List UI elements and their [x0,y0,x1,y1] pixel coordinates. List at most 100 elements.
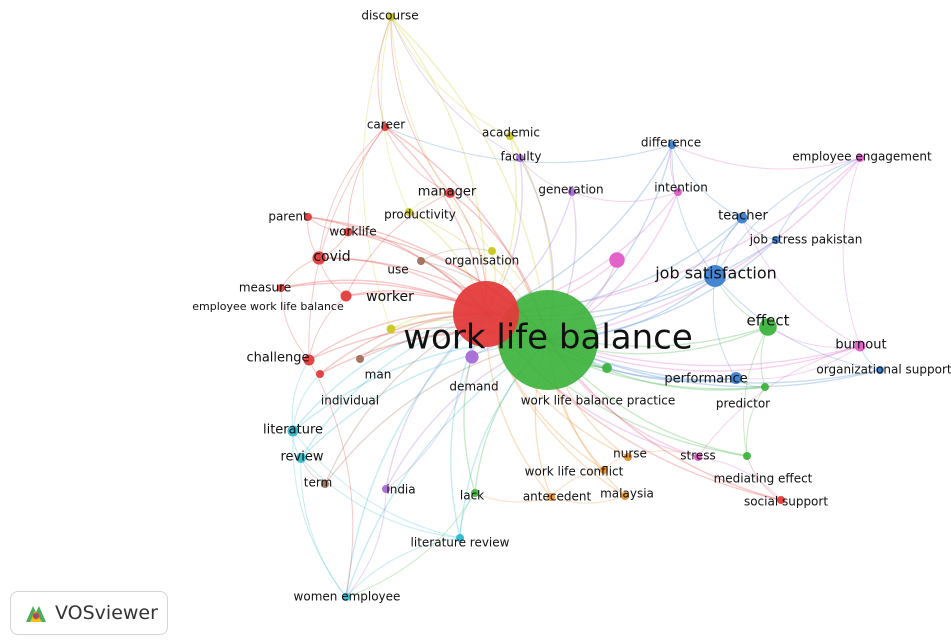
network-link [571,191,679,202]
network-link [384,126,673,164]
node-label: intention [654,181,708,195]
node-stress[interactable] [694,453,702,461]
node-malaysia[interactable] [621,492,629,500]
node-organizational-support[interactable] [876,366,884,374]
node-man[interactable] [356,355,364,363]
node-effect[interactable] [759,318,777,336]
node-burnout[interactable] [854,340,866,352]
node-employee-engagement[interactable] [856,154,864,162]
network-link [362,16,392,330]
network-link [345,488,387,598]
node-india[interactable] [382,485,390,493]
network-link [300,457,347,598]
node-label: stress [680,449,716,463]
network-link [474,492,552,503]
network-link [746,455,782,501]
network-link [308,359,354,598]
network-link [519,157,573,193]
node-social-support[interactable] [777,496,785,504]
node-work-life-conflict[interactable] [600,466,608,474]
node-work-life-balance[interactable] [498,290,598,390]
node-women-employee[interactable] [342,593,350,601]
node-label: mediating effect [714,472,813,486]
node-label: lack [460,489,484,503]
node-review[interactable] [296,453,306,463]
node-label: term [304,476,333,490]
node-wlb-red[interactable] [453,281,519,347]
node-use[interactable] [417,257,425,265]
node-work-life-balance-practice[interactable] [602,363,612,373]
node-label: antecedent [523,490,592,504]
node-label: organizational support [816,363,951,377]
node-challenge[interactable] [303,354,315,366]
network-link [385,356,473,490]
node-measure[interactable] [277,284,285,292]
node-label: literature review [411,536,510,550]
node-parent[interactable] [304,213,312,221]
network-link [459,492,476,539]
network-link [300,457,461,539]
node-mediating-effect[interactable] [743,452,751,460]
node-label: difference [641,136,701,150]
node-label: teacher [718,209,768,224]
node-generation[interactable] [568,188,576,196]
node-term[interactable] [321,480,329,488]
vosviewer-logo[interactable]: VOSviewer [10,591,168,635]
node-label: job stress pakistan [749,233,863,247]
node-label: effect [747,312,790,330]
node-manager[interactable] [445,188,455,198]
node-worklife[interactable] [343,227,353,237]
node-covid[interactable] [312,251,326,265]
node-nurse[interactable] [624,453,632,461]
node-label: academic [482,126,540,140]
node-productivity[interactable] [405,208,413,216]
node-academic[interactable] [506,132,514,140]
network-link [775,157,861,241]
node-label: work life balance [403,318,693,358]
node-antecedent[interactable] [547,493,555,501]
network-link [390,16,451,194]
node-literature-review[interactable] [456,534,464,542]
network-link [390,16,549,341]
node-organisation[interactable] [488,247,496,255]
network-link [390,16,521,159]
node-literature[interactable] [287,425,299,437]
network-link [741,217,861,347]
network-link [842,157,861,347]
network-link [420,248,493,262]
network-link [550,469,605,498]
network-link [627,450,699,458]
node-intention[interactable] [674,188,682,196]
network-link [308,126,386,361]
node-faculty[interactable] [516,154,524,162]
node-predictor[interactable] [761,383,769,391]
network-link [390,16,493,252]
app-name: VOSviewer [55,602,158,624]
node-label: review [281,450,324,465]
node-job-satisfaction[interactable] [704,265,726,287]
node-job-stress-pakistan[interactable] [772,236,780,244]
network-link [697,345,861,458]
network-link [345,313,487,598]
node-pink-big[interactable] [609,252,625,268]
node-label: individual [321,394,379,408]
network-link [292,430,461,539]
node-label: discourse [361,9,418,23]
node-discourse[interactable] [387,13,395,21]
node-employee-work-life-balance[interactable] [386,324,396,334]
network-link [746,386,766,457]
node-label: work life conflict [525,465,624,479]
node-career[interactable] [381,123,389,131]
node-teacher[interactable] [736,212,748,224]
node-worker[interactable] [340,290,352,302]
network-link [380,16,410,213]
network-nodes [277,13,884,601]
node-difference[interactable] [668,141,676,149]
node-lack[interactable] [471,489,479,497]
node-demand[interactable] [465,350,479,364]
network-link [712,275,737,379]
node-performance[interactable] [729,371,743,385]
node-individual[interactable] [316,370,324,378]
